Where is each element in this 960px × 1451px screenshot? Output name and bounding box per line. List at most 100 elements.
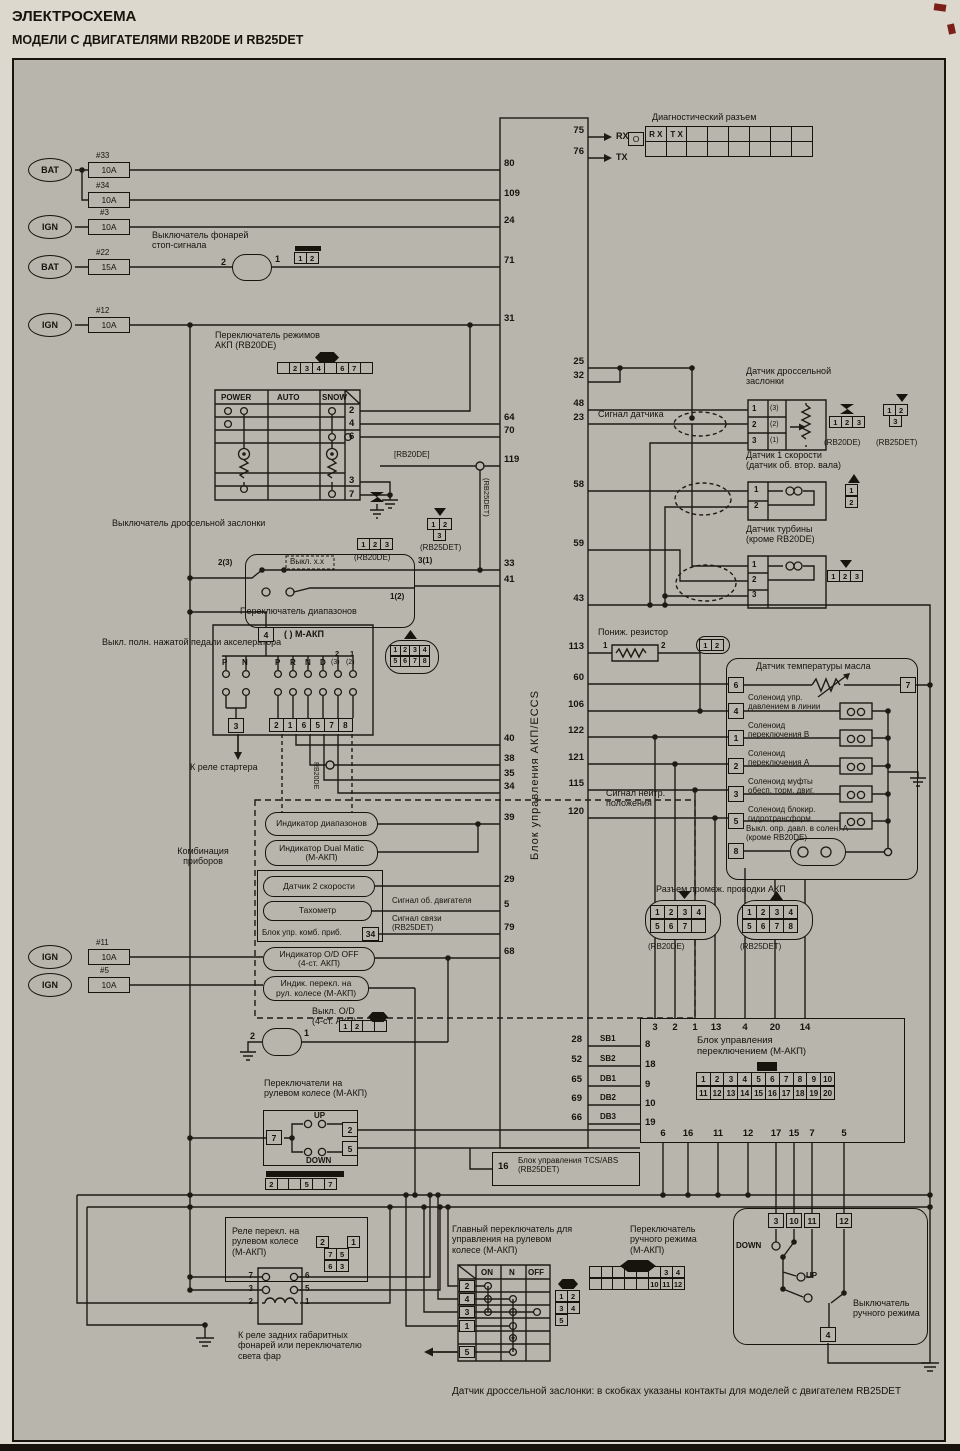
speed-sensor-2: Датчик 2 скорости (263, 876, 375, 897)
stop-switch (232, 254, 272, 281)
relay-pin: 3 (248, 1284, 253, 1293)
main-switch-pin: 2 (459, 1280, 475, 1292)
trans-pin-5: 5 (728, 813, 744, 829)
signal-name: DB3 (600, 1112, 617, 1121)
scan-bottom-band (0, 1444, 960, 1451)
range-col: P (275, 658, 281, 667)
ecu-pin: 66 (571, 1112, 582, 1123)
fuse-number: #3 (100, 208, 109, 217)
speed1-pin: 1 (754, 485, 759, 494)
range-col: 2 (335, 649, 340, 658)
resistor-pin-2: 2 (661, 641, 666, 650)
main-switch-col: ON (481, 1268, 493, 1277)
range-switch-label: Переключатель диапазонов (240, 606, 357, 616)
solenoid-label: Соленоид переключения A (748, 749, 810, 768)
range-col: 1 (350, 649, 355, 658)
transmission-box (726, 658, 918, 880)
fuse-number: #12 (96, 306, 110, 315)
manual-mode-switch-box (733, 1208, 928, 1345)
manual-switch-label: Выключатель ручного режима (853, 1298, 920, 1319)
tps-pin-sub: (3) (770, 405, 779, 412)
cluster-control-unit-label: Блок упр. комб. приб. (262, 928, 342, 937)
connector-orientation-icon (848, 474, 860, 483)
main-switch-pin: 3 (459, 1306, 475, 1318)
steering-shift-indicator: Индик. перекл. на рул. колесе (М-АКП) (263, 976, 369, 1001)
ecu-pin: 24 (504, 215, 515, 226)
neutral-signal-label: Сигнал нейтр. положения (606, 788, 666, 809)
connector-orientation-icon (368, 1012, 388, 1022)
turbine-pin: 1 (752, 560, 757, 569)
ecu-pin: 64 (504, 412, 515, 423)
main-switch-connector-r3: 5 (554, 1314, 568, 1326)
ecu-pin: 48 (573, 398, 584, 409)
ecu-pin: 79 (504, 922, 515, 933)
trans-pin-4: 4 (728, 703, 744, 719)
mode-col-snow: SNOW (322, 393, 347, 402)
mode-col-auto: AUTO (277, 393, 300, 402)
main-switch-pin: 1 (459, 1320, 475, 1332)
trans-pin-6: 6 (728, 677, 744, 693)
fuse: 10A (88, 949, 130, 965)
ecu-pin: 52 (571, 1054, 582, 1065)
turbine-pin: 3 (752, 590, 757, 599)
main-switch-col: N (509, 1268, 515, 1277)
tps-label: Датчик дроссельной заслонки (746, 366, 832, 387)
main-switch-col: OFF (528, 1268, 544, 1277)
turbine-sensor-label: Датчик турбины (кроме RB20DE) (746, 524, 815, 545)
manual-pin-4: 4 (820, 1327, 836, 1342)
ecu-rb25det-tag: (RB25DET) (482, 478, 491, 517)
dropping-resistor-label: Пониж. резистор (598, 627, 668, 637)
fuse: 10A (88, 219, 130, 235)
ecu-pin: 38 (504, 753, 515, 764)
makp-bottom-pin: 16 (682, 1128, 694, 1139)
signal-name: DB2 (600, 1093, 617, 1102)
ign-source: IGN (28, 973, 72, 997)
ecu-pin: 119 (504, 454, 520, 465)
connector-orientation-icon (840, 560, 852, 568)
range-indicator: Индикатор диапазонов (265, 812, 378, 836)
ecu-pin: 39 (504, 812, 515, 823)
tps-pin: 2 (752, 420, 757, 429)
ecu-pin: 69 (571, 1093, 582, 1104)
range-col: R (290, 658, 296, 667)
intermediate-connector-label: Разъем промеж. проводки АКП (656, 884, 786, 894)
footnote: Датчик дроссельной заслонки: в скобках у… (452, 1386, 902, 1397)
connector-orientation-icon (434, 508, 446, 516)
trans-pin-7: 7 (900, 677, 916, 693)
ecu-pin: 115 (568, 778, 584, 789)
ign-source: IGN (28, 945, 72, 969)
ecu-pin: 65 (571, 1074, 582, 1085)
manual-mode-switch-label: Переключатель ручного режима (М-АКП) (630, 1224, 697, 1255)
ecu-pin: 25 (573, 356, 584, 367)
fuse-number: #11 (96, 938, 109, 947)
relay-pin: 2 (248, 1297, 253, 1306)
trans-pin-3: 3 (728, 786, 744, 802)
relay-pin: 1 (305, 1297, 310, 1306)
tcs-abs-box (492, 1152, 640, 1186)
ecu-pin: 59 (573, 538, 584, 549)
diag-o-cell: O (628, 132, 644, 146)
pressure-switch (790, 838, 846, 866)
diagram-sheet (12, 58, 946, 1442)
relay-label: Реле перекл. на рулевом колесе (М-АКП) (232, 1226, 300, 1257)
bat-source: BAT (28, 255, 72, 279)
full-throttle-switch-note: Выкл. полн. нажатой педали акселератора (102, 637, 282, 647)
solenoid-label: Соленоид упр. давлением в линии (748, 693, 821, 712)
ecu-pin: 5 (504, 899, 510, 910)
relay-pin: 6 (305, 1271, 310, 1280)
makp-pin: 9 (645, 1079, 651, 1090)
fuse-number: #5 (100, 966, 109, 975)
od-pin-2: 2 (250, 1031, 256, 1041)
steer-pin-2: 2 (342, 1122, 358, 1137)
link-signal-label: Сигнал связи (RB25DET) (392, 914, 442, 933)
